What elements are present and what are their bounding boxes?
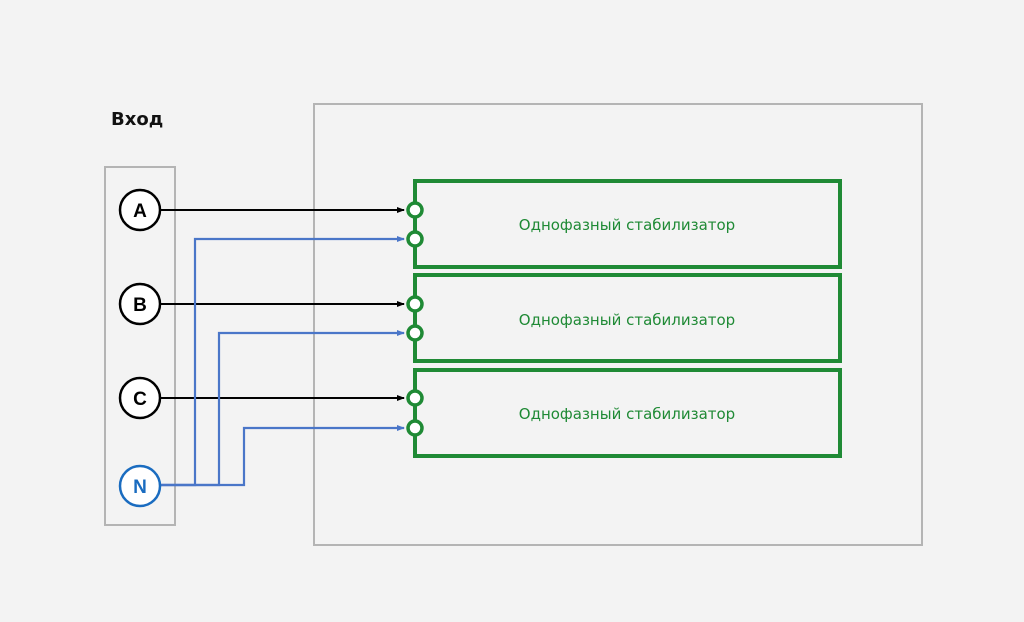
stabilizer-box-1 xyxy=(413,179,842,269)
terminal-n-circle xyxy=(118,464,162,508)
stabilizer-1-phase-input xyxy=(406,201,424,219)
stabilizer-3-phase-input xyxy=(406,389,424,407)
terminal-n: N xyxy=(118,464,162,508)
neutral-wire-3 xyxy=(161,425,405,487)
terminal-b: B xyxy=(118,282,162,326)
terminal-c-label: C xyxy=(133,389,147,410)
terminal-a: A xyxy=(118,188,162,232)
stabilizer-label-2: Однофазный стабилизатор xyxy=(519,311,735,329)
device-frame xyxy=(313,103,923,546)
neutral-wire-1 xyxy=(161,236,405,487)
stabilizer-2-neutral-input xyxy=(406,324,424,342)
stabilizer-box-3 xyxy=(413,368,842,458)
stabilizer-group xyxy=(413,179,842,458)
terminal-b-circle xyxy=(118,282,162,326)
stabilizer-2-phase-input xyxy=(406,295,424,313)
terminal-a-label: A xyxy=(133,201,147,222)
stabilizer-1-neutral-input xyxy=(406,230,424,248)
terminal-c: C xyxy=(118,376,162,420)
input-title: Вход xyxy=(111,109,163,130)
stabilizer-label-1: Однофазный стабилизатор xyxy=(519,216,735,234)
terminal-c-circle xyxy=(118,376,162,420)
terminal-a-circle xyxy=(118,188,162,232)
input-terminal-block xyxy=(104,166,176,526)
stabilizer-3-neutral-input xyxy=(406,419,424,437)
stabilizer-box-2 xyxy=(413,273,842,363)
terminal-n-label: N xyxy=(133,477,147,498)
neutral-wire-2 xyxy=(161,330,405,487)
terminal-b-label: B xyxy=(133,295,147,316)
stabilizer-label-3: Однофазный стабилизатор xyxy=(519,405,735,423)
